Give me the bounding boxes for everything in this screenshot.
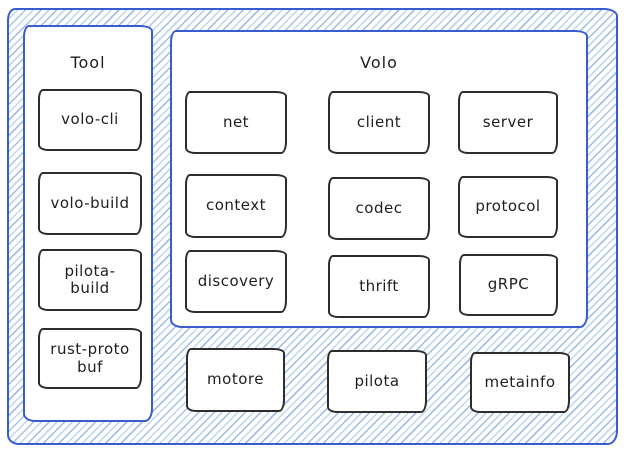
box-label: protocol xyxy=(475,197,541,216)
box-volo-cli: volo-cli xyxy=(38,89,142,151)
box-label: pilota xyxy=(354,371,400,390)
box-client: client xyxy=(328,91,430,154)
volo-panel-title: Volo xyxy=(360,53,398,72)
box-label: server xyxy=(482,112,534,131)
box-thrift: thrift xyxy=(328,255,430,318)
box-context: context xyxy=(185,174,287,238)
box-label: motore xyxy=(207,370,264,389)
box-label: codec xyxy=(355,198,403,217)
box-label: client xyxy=(356,112,402,131)
box-label: thrift xyxy=(359,276,399,295)
box-label: volo-cli xyxy=(61,110,119,129)
box-motore: motore xyxy=(186,348,285,412)
box-label: net xyxy=(222,112,250,131)
box-label: pilota-build xyxy=(64,261,116,297)
box-label: discovery xyxy=(197,271,275,290)
box-protocol: protocol xyxy=(458,176,558,238)
box-label: metainfo xyxy=(484,372,556,391)
tool-panel-title: Tool xyxy=(70,53,106,72)
box-discovery: discovery xyxy=(185,250,287,313)
box-pilota-build: pilota-build xyxy=(38,249,142,311)
box-codec: codec xyxy=(328,177,430,240)
box-label: volo-build xyxy=(50,193,130,212)
box-label: gRPC xyxy=(487,275,530,294)
box-volo-build: volo-build xyxy=(38,172,142,235)
box-label: context xyxy=(205,196,267,215)
box-net: net xyxy=(185,91,287,154)
box-server: server xyxy=(458,91,558,154)
box-pilota: pilota xyxy=(327,350,427,413)
box-label: rust-protobuf xyxy=(50,340,130,376)
box-grpc: gRPC xyxy=(459,254,558,316)
box-rust-protobuf: rust-protobuf xyxy=(38,328,142,389)
box-metainfo: metainfo xyxy=(470,352,570,413)
